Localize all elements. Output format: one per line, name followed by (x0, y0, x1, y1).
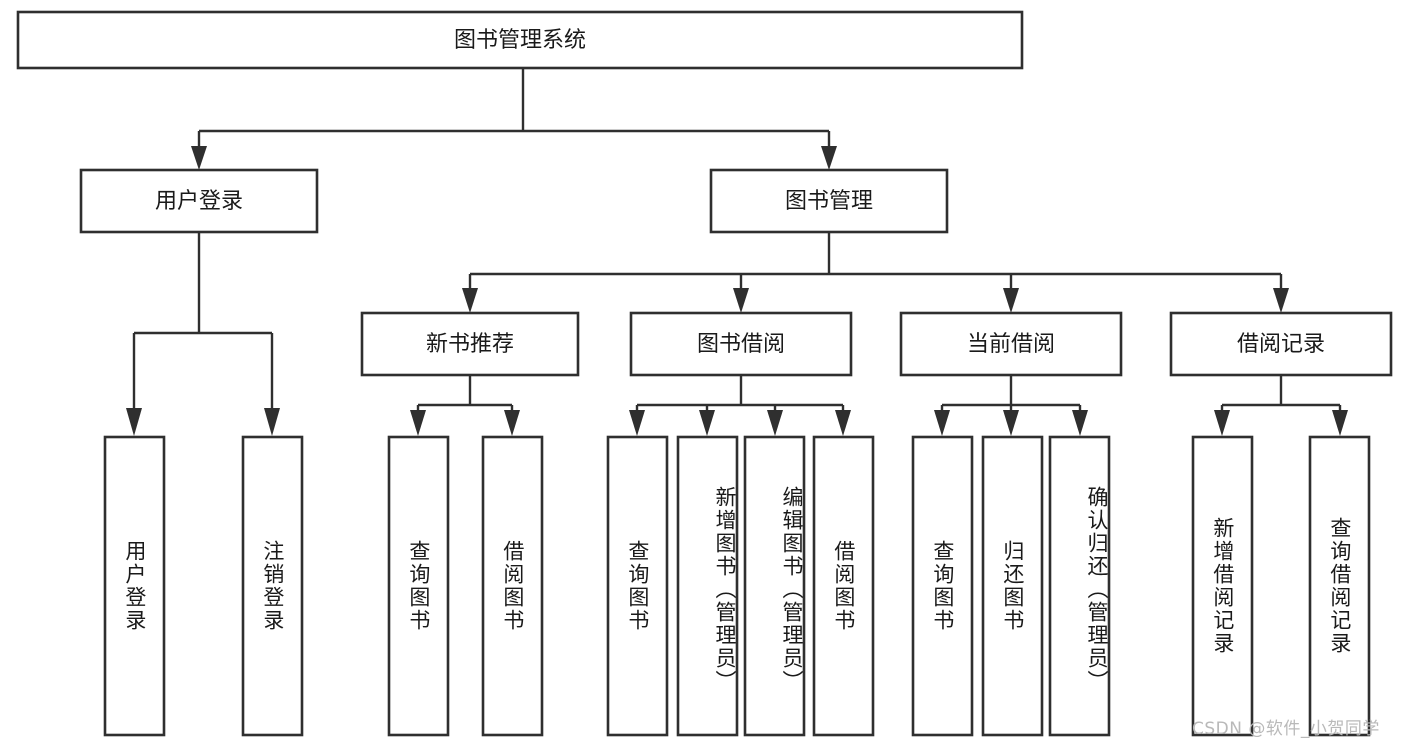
node-root-system[interactable]: 图书管理系统 (16, 10, 1024, 70)
node-user-login-box[interactable] (79, 168, 319, 234)
node-book-management[interactable]: 图书管理 (709, 168, 949, 234)
arrow-to-book-borrow (733, 288, 749, 313)
node-new-book-recommend-box[interactable] (360, 311, 580, 377)
leaf-box-add-borrow-record[interactable] (1191, 435, 1254, 737)
csdn-watermark: CSDN @软件_小贺同学 (1192, 719, 1380, 739)
leaf-box-query-book-cb[interactable] (911, 435, 974, 737)
arrow-br-leaf-1 (1214, 410, 1230, 436)
leaf-box-query-borrow-record[interactable] (1308, 435, 1371, 737)
leaf-box-confirm-return[interactable] (1048, 435, 1111, 737)
node-book-borrow-box[interactable] (629, 311, 853, 377)
arrow-cb-leaf-2 (1003, 410, 1019, 436)
arrow-bb-leaf-1 (629, 410, 645, 436)
node-root-system-label: 图书管理系统 (454, 28, 586, 53)
arrow-to-leaf-user-login (126, 408, 142, 436)
node-new-book-recommend-label: 新书推荐 (426, 332, 514, 357)
connector-layer (126, 68, 1348, 436)
node-book-borrow[interactable]: 图书借阅 (629, 311, 853, 377)
arrow-nbr-leaf-2 (504, 410, 520, 436)
node-borrow-record[interactable]: 借阅记录 (1169, 311, 1393, 377)
arrow-cb-leaf-1 (934, 410, 950, 436)
arrow-bb-leaf-2 (699, 410, 715, 436)
leaf-box-query-book-nbr[interactable] (387, 435, 450, 737)
leaf-box-query-book-bb[interactable] (606, 435, 669, 737)
node-new-book-recommend[interactable]: 新书推荐 (360, 311, 580, 377)
leaf-box-add-book-admin[interactable] (676, 435, 739, 737)
arrow-to-borrow-record (1273, 288, 1289, 313)
leaf-box-layer (103, 435, 1371, 737)
arrow-bb-leaf-4 (835, 410, 851, 436)
node-borrow-record-label: 借阅记录 (1237, 332, 1325, 357)
leaf-box-borrow-book-bb[interactable] (812, 435, 875, 737)
node-book-management-label: 图书管理 (785, 189, 873, 214)
node-current-borrow-box[interactable] (899, 311, 1123, 377)
node-user-login-label: 用户登录 (155, 189, 243, 214)
node-current-borrow[interactable]: 当前借阅 (899, 311, 1123, 377)
node-root-system-box[interactable] (16, 10, 1024, 70)
node-user-login[interactable]: 用户登录 (79, 168, 319, 234)
node-book-borrow-label: 图书借阅 (697, 332, 785, 357)
leaf-box-user-login[interactable] (103, 435, 166, 737)
arrow-bb-leaf-3 (767, 410, 783, 436)
arrow-root-to-book-mgmt (821, 146, 837, 170)
arrow-to-new-book-rec (462, 288, 478, 313)
leaf-box-logout[interactable] (241, 435, 304, 737)
arrow-to-current-borrow (1003, 288, 1019, 313)
leaf-box-return-book[interactable] (981, 435, 1044, 737)
arrow-to-leaf-logout (264, 408, 280, 436)
node-current-borrow-label: 当前借阅 (967, 332, 1055, 357)
node-borrow-record-box[interactable] (1169, 311, 1393, 377)
node-book-management-box[interactable] (709, 168, 949, 234)
arrow-nbr-leaf-1 (410, 410, 426, 436)
arrow-root-to-user-login (191, 146, 207, 170)
leaf-box-edit-book-admin[interactable] (743, 435, 806, 737)
arrow-br-leaf-2 (1332, 410, 1348, 436)
leaf-box-borrow-book-nbr[interactable] (481, 435, 544, 737)
arrow-cb-leaf-3 (1072, 410, 1088, 436)
